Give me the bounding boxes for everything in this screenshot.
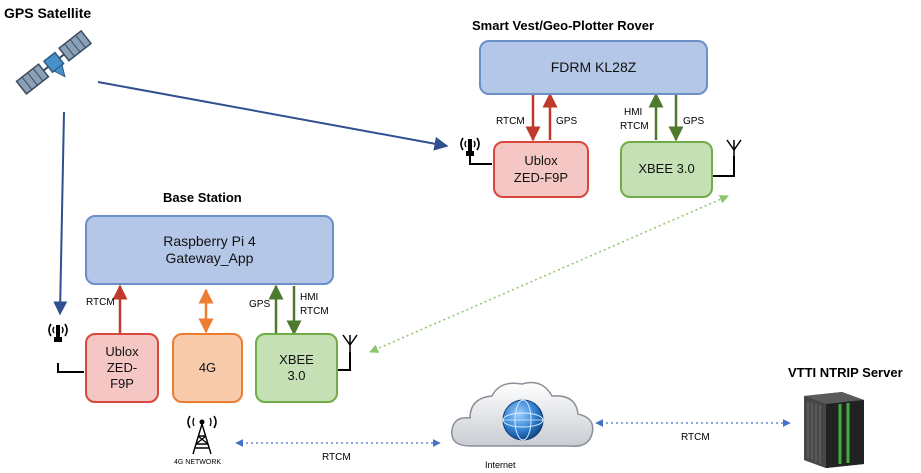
base-pi-line1: Raspberry Pi 4	[163, 232, 256, 249]
rover-mcu-box: FDRM KL28Z	[479, 40, 708, 95]
rover-radio-label: XBEE 3.0	[638, 161, 695, 177]
rover-gnss-lead	[469, 156, 492, 165]
base-radio-line2: 3.0	[287, 368, 306, 383]
gnss-antenna-icon	[460, 137, 480, 156]
rover-gps-line2: ZED-F9P	[513, 169, 569, 185]
base-radio-line1: XBEE	[279, 351, 314, 367]
ntrip-server-label: VTTI NTRIP Server	[788, 365, 903, 380]
gps-satellite-label: GPS Satellite	[4, 5, 92, 21]
base-gps-line2: ZED-	[106, 359, 138, 375]
base-4g-box: 4G	[172, 333, 243, 403]
base-gps-label: GPS	[249, 299, 271, 310]
base-4g-label: 4G	[198, 359, 217, 375]
rover-radio-box: XBEE 3.0	[620, 141, 713, 198]
network-4g-label: 4G NETWORK	[174, 459, 222, 466]
rover-mcu-label: FDRM KL28Z	[550, 58, 637, 75]
base-pi-box: Raspberry Pi 4 Gateway_App	[85, 215, 334, 285]
base-pi-line2: Gateway_App	[165, 250, 254, 266]
sat-to-rover-arrow	[97, 81, 449, 151]
rover-gps-line1: Ublox	[524, 153, 558, 169]
radio-antenna-icon	[342, 334, 358, 353]
cloud-globe-icon	[451, 381, 594, 447]
base-gnss-lead	[57, 363, 84, 373]
rover-gps-label: GPS	[556, 116, 578, 127]
radio-antenna-icon	[726, 139, 742, 158]
rover-hmi-label-2: RTCM	[620, 121, 649, 132]
rover-gps-module-box: Ublox ZED-F9P	[493, 141, 589, 198]
rover-rtcm-label: RTCM	[496, 116, 525, 127]
rover-hmi-label-1: HMI	[624, 107, 643, 118]
rover-title: Smart Vest/Geo-Plotter Rover	[472, 18, 655, 33]
internet-server-rtcm-label: RTCM	[681, 432, 710, 443]
base-gps-module-box: Ublox ZED- F9P	[85, 333, 159, 403]
rover-radio-lead	[713, 156, 735, 177]
xbee-radio-link	[369, 195, 729, 353]
base-gps-line3: F9P	[110, 376, 134, 392]
base-hmi-label-1: HMI	[300, 292, 319, 303]
gnss-antenna-icon	[48, 323, 68, 342]
rover-gps2-label: GPS	[683, 116, 705, 127]
sat-to-base-arrow	[53, 111, 68, 316]
server-rack-icon	[804, 392, 864, 468]
base-hmi-label-2: RTCM	[300, 306, 329, 317]
tower-internet-rtcm-label: RTCM	[322, 452, 351, 463]
base-radio-box: XBEE 3.0	[255, 333, 338, 403]
cell-tower-icon	[187, 415, 217, 455]
base-radio-lead	[337, 352, 351, 371]
satellite-icon	[15, 29, 93, 96]
base-gps-line1: Ublox	[105, 343, 139, 359]
internet-label: Internet	[485, 460, 516, 470]
base-rtcm-label: RTCM	[86, 297, 115, 308]
base-title: Base Station	[163, 190, 242, 205]
